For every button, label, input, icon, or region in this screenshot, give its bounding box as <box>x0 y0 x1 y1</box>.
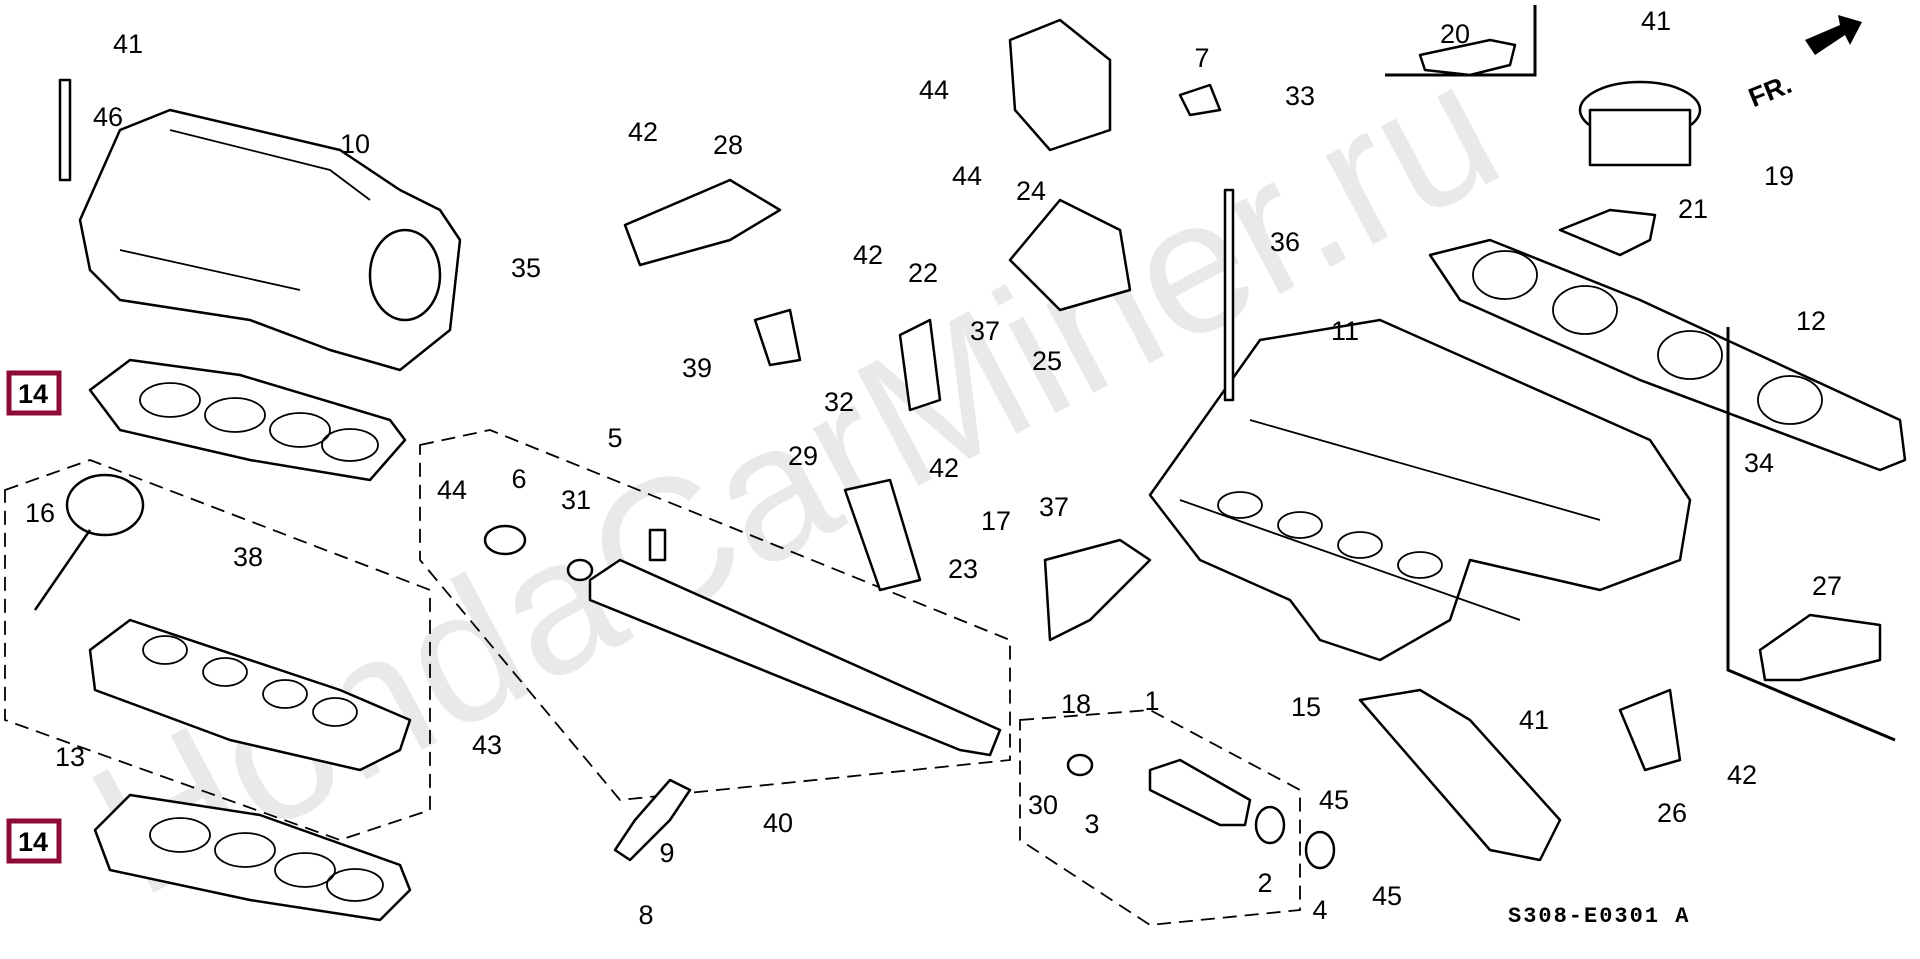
callout-41[interactable]: 41 <box>1519 705 1549 735</box>
front-direction-label: FR. <box>1744 69 1796 113</box>
callout-45[interactable]: 45 <box>1372 881 1402 911</box>
injector-part <box>1066 753 1336 870</box>
group-27-outline <box>1726 327 1896 742</box>
callout-5[interactable]: 5 <box>607 423 622 453</box>
callout-26[interactable]: 26 <box>1657 798 1687 828</box>
group-20-outline <box>1385 5 1537 77</box>
callout-44[interactable]: 44 <box>919 75 949 105</box>
callout-23[interactable]: 23 <box>948 554 978 584</box>
callout-10[interactable]: 10 <box>340 129 370 159</box>
callout-22[interactable]: 22 <box>908 258 938 288</box>
brackets <box>623 18 1882 862</box>
callout-1[interactable]: 1 <box>1144 686 1159 716</box>
exhaust-gasket-12 <box>1428 238 1907 472</box>
callout-37[interactable]: 37 <box>970 316 1000 346</box>
callout-7[interactable]: 7 <box>1194 43 1209 73</box>
cover-plate-20 <box>1418 38 1517 77</box>
callout-17[interactable]: 17 <box>981 506 1011 536</box>
callout-13[interactable]: 13 <box>55 742 85 772</box>
diagram-code: S308-E0301 A <box>1508 904 1690 929</box>
callout-highlight-box <box>6 818 62 864</box>
callout-14[interactable]: 14 <box>18 379 48 409</box>
callout-9[interactable]: 9 <box>659 838 674 868</box>
callout-33[interactable]: 33 <box>1285 81 1315 111</box>
egr-valve-part <box>1558 80 1702 257</box>
callout-12[interactable]: 12 <box>1796 306 1826 336</box>
callout-31[interactable]: 31 <box>561 485 591 515</box>
group-13-outline <box>4 459 431 841</box>
callout-8[interactable]: 8 <box>638 900 653 930</box>
callout-36[interactable]: 36 <box>1270 227 1300 257</box>
callout-44[interactable]: 44 <box>437 475 467 505</box>
callout-24[interactable]: 24 <box>1016 176 1046 206</box>
callout-30[interactable]: 30 <box>1028 790 1058 820</box>
callout-46[interactable]: 46 <box>93 102 123 132</box>
callout-37[interactable]: 37 <box>1039 492 1069 522</box>
callout-42[interactable]: 42 <box>853 240 883 270</box>
front-direction-arrow: FR. <box>1744 15 1862 113</box>
callout-27[interactable]: 27 <box>1812 571 1842 601</box>
callout-35[interactable]: 35 <box>511 253 541 283</box>
callout-20[interactable]: 20 <box>1440 19 1470 49</box>
callout-42[interactable]: 42 <box>628 117 658 147</box>
callout-21[interactable]: 21 <box>1678 194 1708 224</box>
callout-15[interactable]: 15 <box>1291 692 1321 722</box>
callout-14[interactable]: 14 <box>18 827 48 857</box>
callout-2[interactable]: 2 <box>1257 868 1272 898</box>
intake-plenum-part <box>58 78 462 372</box>
callout-3[interactable]: 3 <box>1084 809 1099 839</box>
callout-11[interactable]: 11 <box>1331 316 1359 346</box>
callout-19[interactable]: 19 <box>1764 161 1794 191</box>
fuel-rail-part <box>483 524 1002 862</box>
callout-32[interactable]: 32 <box>824 387 854 417</box>
callout-41[interactable]: 41 <box>113 29 143 59</box>
group-5-outline <box>419 429 1011 801</box>
callout-4[interactable]: 4 <box>1312 895 1327 925</box>
intake-manifold-part <box>1148 188 1692 662</box>
callout-38[interactable]: 38 <box>233 542 263 572</box>
callout-40[interactable]: 40 <box>763 808 793 838</box>
callout-45[interactable]: 45 <box>1319 785 1349 815</box>
callout-39[interactable]: 39 <box>682 353 712 383</box>
variable-intake-part <box>33 473 412 772</box>
callout-41[interactable]: 41 <box>1641 6 1671 36</box>
callout-42[interactable]: 42 <box>1727 760 1757 790</box>
callout-highlight-box <box>6 370 62 416</box>
callout-28[interactable]: 28 <box>713 130 743 160</box>
callout-25[interactable]: 25 <box>1032 346 1062 376</box>
callout-16[interactable]: 16 <box>25 498 55 528</box>
callout-34[interactable]: 34 <box>1744 448 1774 478</box>
group-1-outline <box>1019 709 1301 926</box>
gasket-14-lower <box>93 793 412 922</box>
callout-44[interactable]: 44 <box>952 161 982 191</box>
gasket-14-upper <box>88 358 407 482</box>
callout-6[interactable]: 6 <box>511 464 526 494</box>
callout-43[interactable]: 43 <box>472 730 502 760</box>
callout-29[interactable]: 29 <box>788 441 818 471</box>
callout-18[interactable]: 18 <box>1061 689 1091 719</box>
callout-42[interactable]: 42 <box>929 453 959 483</box>
